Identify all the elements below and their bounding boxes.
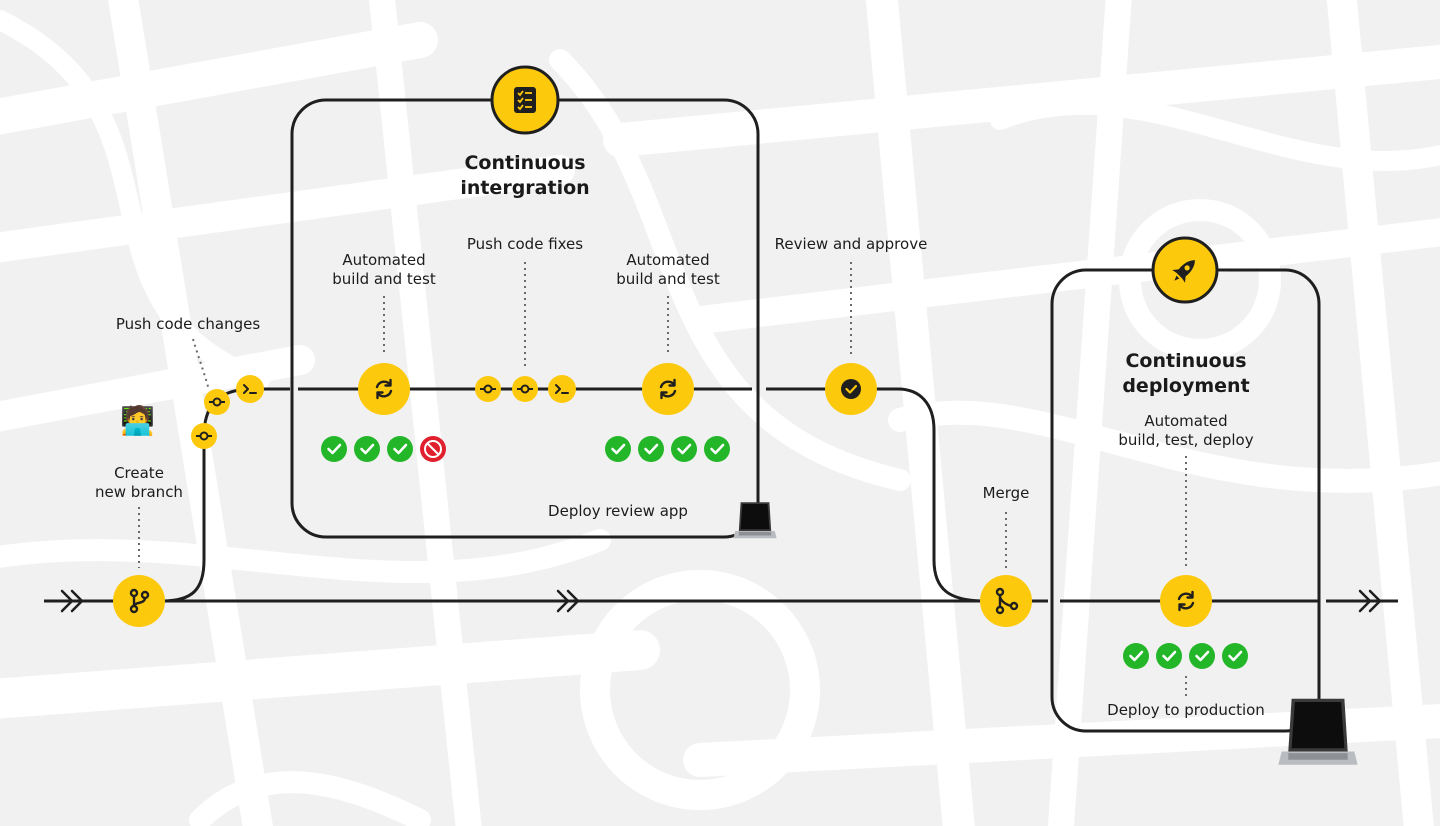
cd-auto-label-b: build, test, deploy bbox=[1118, 431, 1254, 449]
create-branch-label-2: new branch bbox=[95, 483, 183, 501]
check-pass-icon bbox=[1123, 643, 1149, 669]
status-row-second-build bbox=[605, 436, 730, 462]
push-code-changes-label: Push code changes bbox=[115, 315, 261, 333]
terminal-node bbox=[548, 375, 576, 403]
cd-title-line1: Continuous bbox=[1125, 350, 1247, 372]
push-code-fixes-label: Push code fixes bbox=[466, 235, 584, 253]
ci-title-line2: intergration bbox=[460, 177, 590, 199]
check-circle-icon bbox=[841, 379, 861, 399]
check-pass-icon bbox=[638, 436, 664, 462]
check-fail-icon bbox=[420, 436, 446, 462]
ci-title-line1: Continuous bbox=[464, 152, 586, 174]
merge-label: Merge bbox=[982, 484, 1030, 502]
check-pass-icon bbox=[704, 436, 730, 462]
check-pass-icon bbox=[354, 436, 380, 462]
check-pass-icon bbox=[671, 436, 697, 462]
laptop-icon bbox=[1278, 698, 1358, 765]
check-pass-icon bbox=[387, 436, 413, 462]
laptop-icon bbox=[733, 502, 777, 539]
commit-node bbox=[475, 376, 501, 402]
developer-emoji-icon: 🧑‍💻 bbox=[120, 404, 155, 437]
merge-node bbox=[980, 575, 1032, 627]
create-branch-label-1: Create bbox=[114, 464, 164, 482]
cd-box bbox=[1050, 236, 1321, 733]
check-pass-icon bbox=[1156, 643, 1182, 669]
check-pass-icon bbox=[1222, 643, 1248, 669]
auto-build-2-label-a: Automated bbox=[626, 251, 710, 269]
check-pass-icon bbox=[1189, 643, 1215, 669]
review-approve-label: Review and approve bbox=[774, 235, 928, 253]
review-approve-node bbox=[825, 363, 877, 415]
dotted-connectors bbox=[138, 262, 1187, 698]
rocket-icon bbox=[1172, 260, 1195, 283]
auto-build-1-label-a: Automated bbox=[342, 251, 426, 269]
check-pass-icon bbox=[605, 436, 631, 462]
deploy-review-app-label: Deploy review app bbox=[548, 502, 688, 520]
commit-node bbox=[204, 389, 230, 415]
git-merge-icon bbox=[995, 587, 1019, 615]
check-pass-icon bbox=[321, 436, 347, 462]
build-test-node-1 bbox=[358, 363, 410, 415]
deploy-production-label: Deploy to production bbox=[1107, 701, 1265, 719]
direction-arrows bbox=[60, 589, 1382, 613]
auto-build-2-label-b: build and test bbox=[616, 270, 720, 288]
checklist-icon bbox=[514, 87, 536, 113]
status-row-first-build bbox=[321, 436, 446, 462]
terminal-node bbox=[236, 375, 264, 403]
auto-build-1-label-b: build and test bbox=[332, 270, 436, 288]
merge-line bbox=[766, 387, 986, 603]
cd-auto-label-a: Automated bbox=[1144, 412, 1228, 430]
build-test-node-2 bbox=[642, 363, 694, 415]
status-row-deploy bbox=[1123, 643, 1248, 669]
create-branch-node bbox=[113, 575, 165, 627]
ci-box bbox=[290, 65, 760, 539]
cd-build-node bbox=[1160, 575, 1212, 627]
cd-title-line2: deployment bbox=[1122, 375, 1250, 397]
commit-node bbox=[191, 423, 217, 449]
commit-node bbox=[512, 376, 538, 402]
